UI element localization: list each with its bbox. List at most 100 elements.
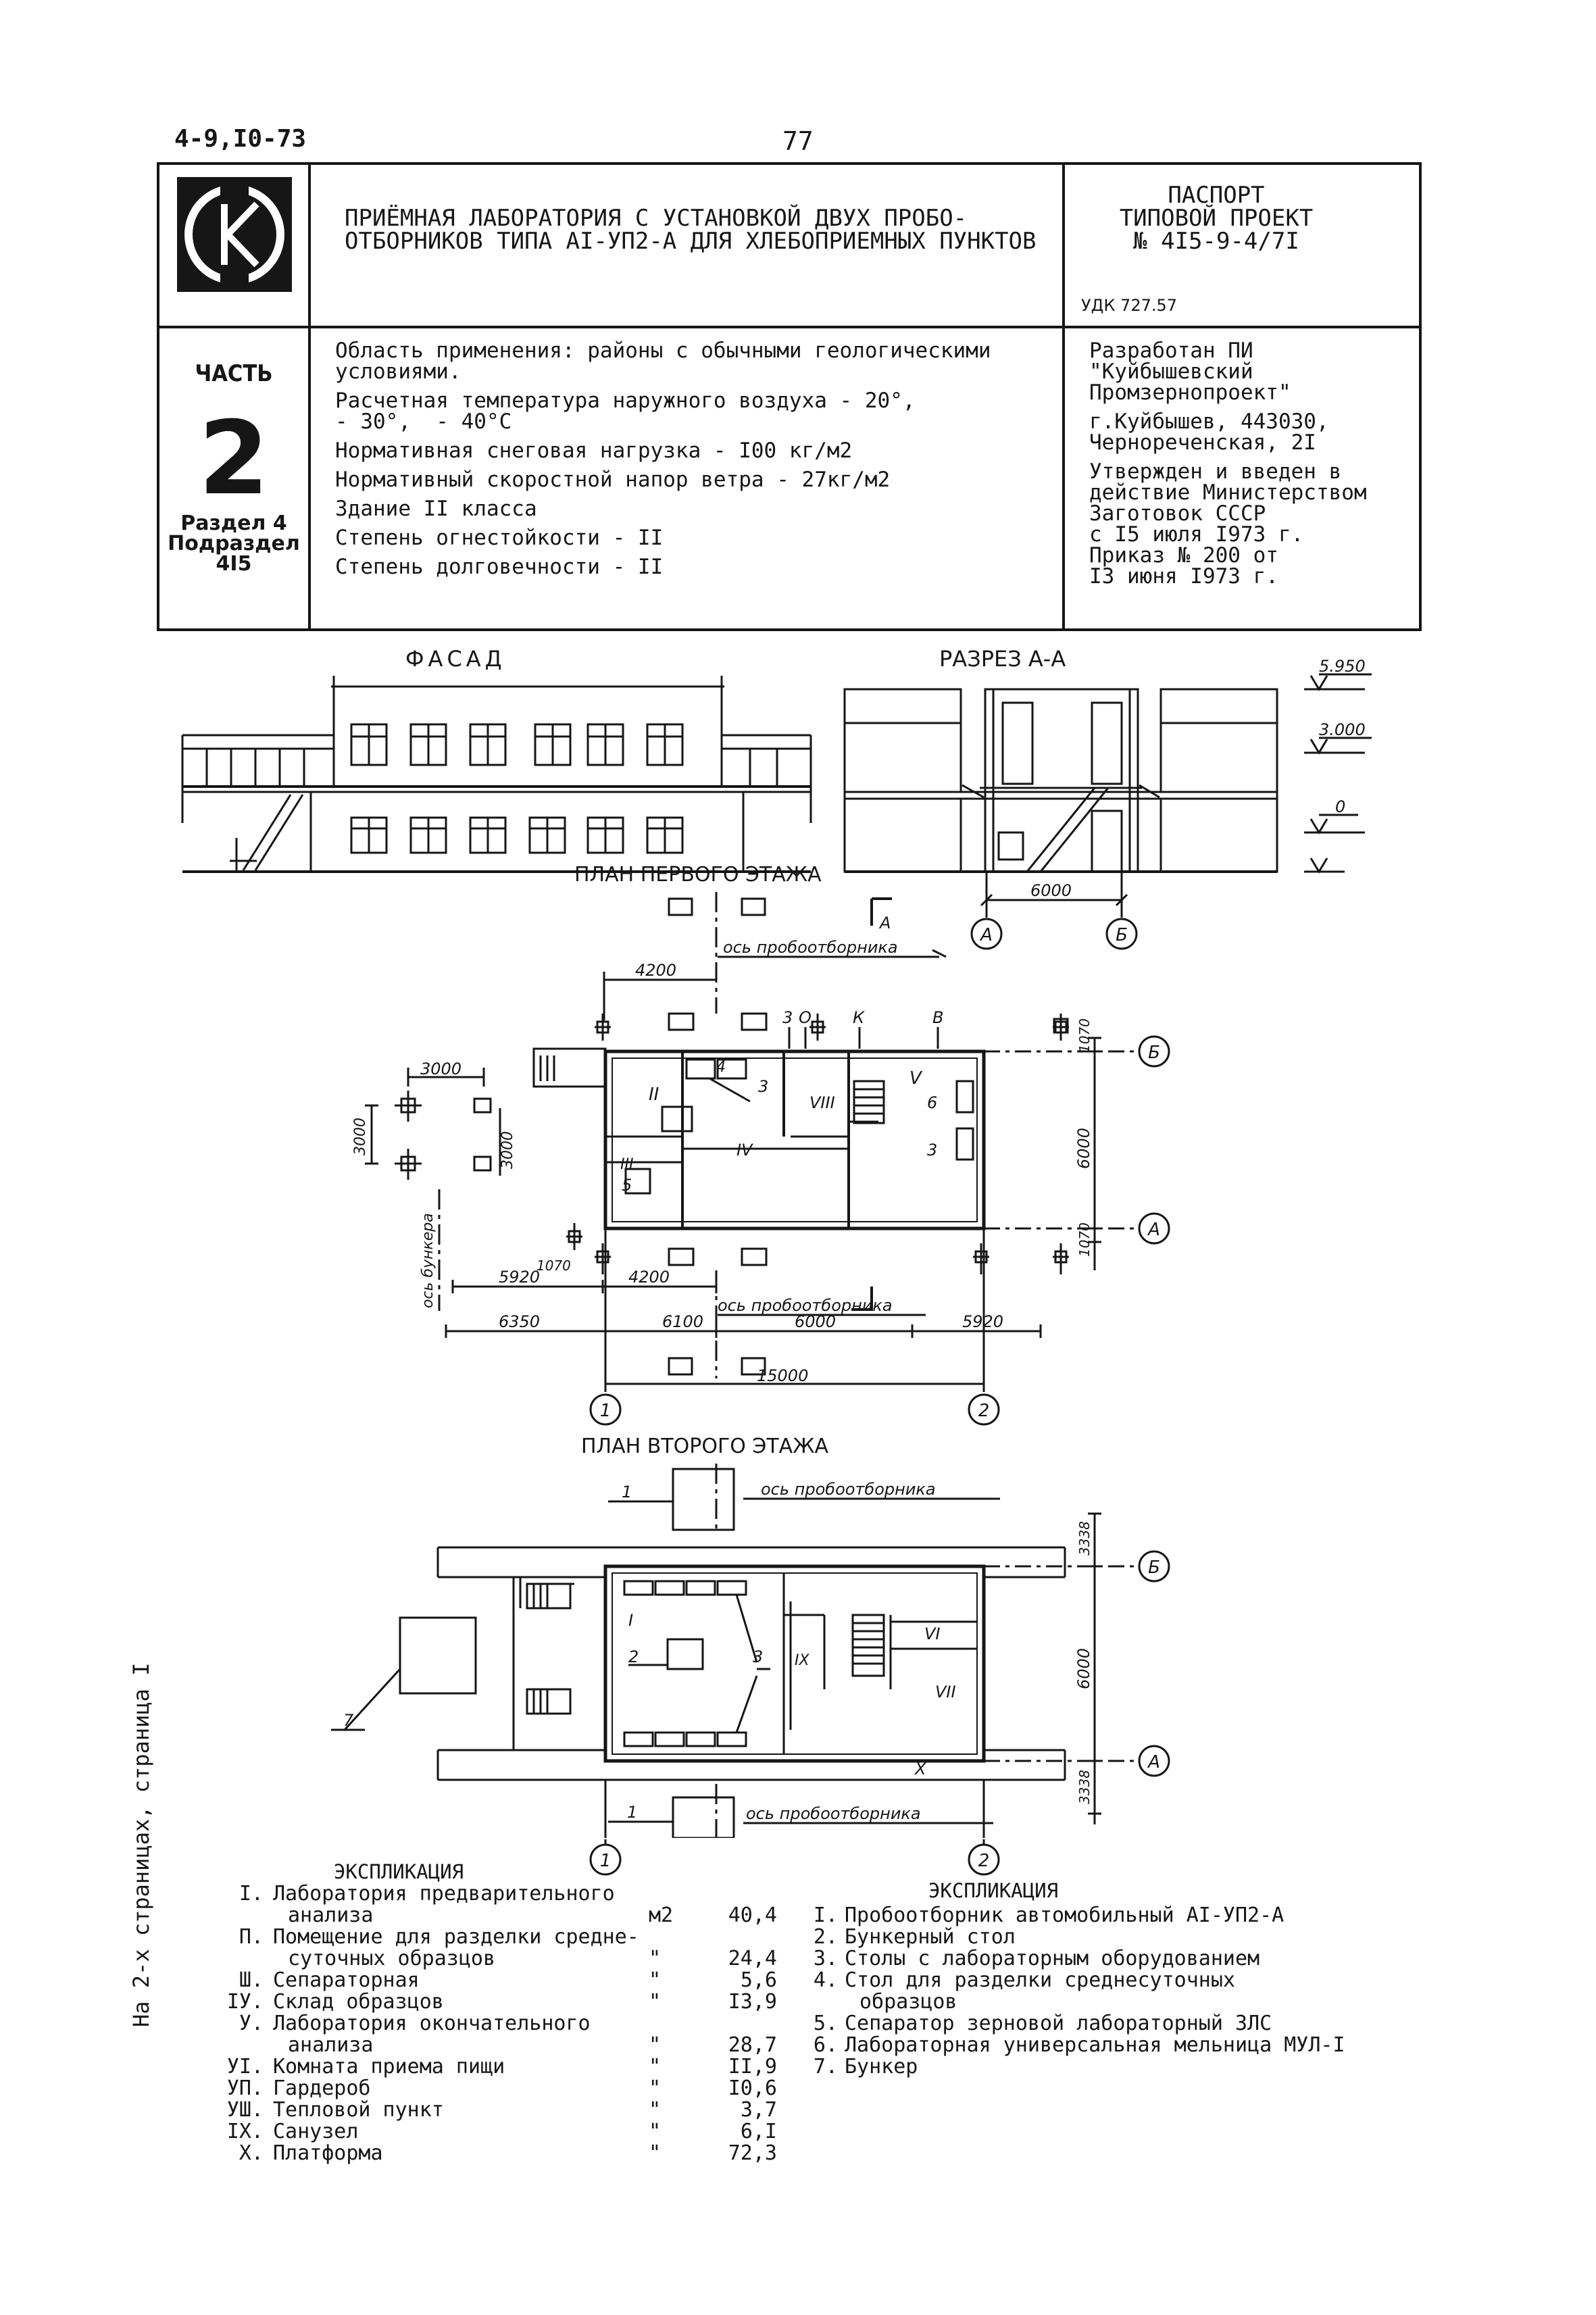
side-note: На 2-х страницах, страница I — [128, 1662, 154, 2027]
expl-right-name: Стол для разделки среднесуточных — [845, 1968, 1235, 1992]
expl-left-area: 72,3 — [728, 2141, 777, 2165]
level-marks: 5.950 3.000 0 — [1304, 657, 1372, 874]
frame-divider-right — [1062, 162, 1065, 631]
project-title-line1: ПРИЁМНАЯ ЛАБОРАТОРИЯ С УСТАНОВКОЙ ДВУХ П… — [345, 205, 968, 232]
expl-right-row: 7.Бункер — [797, 2057, 1473, 2078]
expl-right-title: ЭКСПЛИКАЦИЯ — [928, 1879, 1059, 1902]
passport-number: № 4I5-9-4/7I — [1133, 228, 1299, 255]
expl-left-num: УI. — [226, 2055, 264, 2078]
expl-left-area: 24,4 — [728, 1947, 777, 1970]
level-top: 5.950 — [1319, 657, 1366, 676]
expl-right-num: 7. — [813, 2055, 838, 2078]
approval-line: действие Министерством — [1089, 480, 1367, 505]
expl-right-row: 3. Столы с лабораторным оборудованием — [797, 1949, 1473, 1970]
developer-line: Промзернопроект" — [1089, 380, 1291, 405]
axis-a-plan2: А — [1147, 1752, 1160, 1772]
expl-right-table: I. Пробоотборник автомобильный AI-УП2-А 2.… — [797, 1906, 1473, 2081]
dim-6000-p2: 6000 — [1074, 1648, 1093, 1689]
dim-15000: 15000 — [757, 1366, 808, 1385]
plan2-title: ПЛАН ВТОРОГО ЭТАЖА — [581, 1435, 829, 1458]
expl-right-name: Пробоотборник автомобильный AI-УП2-А — [845, 1903, 1285, 1927]
axis-b-plan2: Б — [1148, 1558, 1160, 1578]
level-zero: 0 — [1335, 797, 1345, 816]
expl-left-unit: " — [649, 2076, 662, 2100]
expl-right-name: образцов — [859, 1990, 957, 2014]
expl-left-unit: " — [649, 2055, 662, 2078]
developer-info: Разработан ПИ "Куйбышевский Промзернопро… — [1089, 341, 1367, 587]
dim-5920-left: 5920 — [499, 1268, 540, 1287]
part-number: 2 — [198, 400, 270, 518]
expl-left-name: Гардероб — [273, 2076, 371, 2100]
param-fire-resistance: Степень огнестойкости - II — [335, 526, 664, 550]
expl-left-num: Ш. — [239, 1968, 264, 1992]
axis-2-plan2: 2 — [978, 1851, 990, 1871]
expl-left-num: I. — [239, 1882, 264, 1906]
expl-left-name: суточных образцов — [288, 1947, 496, 1970]
dim-1070-low: 1070 — [537, 1258, 571, 1274]
equipment-3a-label: 3 — [758, 1077, 768, 1096]
subsection-label: Подраздел — [168, 532, 300, 555]
equipment-7-label: 7 — [343, 1711, 354, 1730]
expl-left-row: I.Лаборатория предварительного — [203, 1884, 811, 1906]
expl-right-name: Столы с лабораторным оборудованием — [845, 1947, 1260, 1970]
developer-address: г.Куйбышев, 443030, — [1089, 409, 1329, 434]
equipment-6-label: 6 — [927, 1093, 937, 1112]
axis-b-plan1: Б — [1148, 1043, 1160, 1063]
expl-right-num: 5. — [813, 2012, 838, 2035]
expl-left-title: ЭКСПЛИКАЦИЯ — [333, 1860, 464, 1883]
project-title: ПРИЁМНАЯ ЛАБОРАТОРИЯ С УСТАНОВКОЙ ДВУХ П… — [345, 207, 1037, 253]
expl-left-unit: " — [649, 2033, 662, 2057]
equipment-2-label: 2 — [628, 1647, 639, 1666]
expl-right-num: I. — [813, 1903, 838, 1927]
dim-6350: 6350 — [499, 1312, 540, 1331]
facade-title: ФАСАД — [405, 646, 506, 672]
expl-left-row: УI.Комната приема пищи"II,9 — [203, 2057, 811, 2078]
expl-right-name: Сепаратор зерновой лабораторный ЗЛС — [845, 2012, 1272, 2035]
expl-left-name: Склад образцов — [273, 1990, 444, 2014]
sampler-axis-label-p2-top: ось пробоотборника — [761, 1480, 936, 1499]
expl-right-row: 6.Лабораторная универсальная мельница МУ… — [797, 2035, 1473, 2057]
dim-3000-h: 3000 — [420, 1060, 462, 1078]
expl-left-name: Тепловой пункт — [273, 2098, 444, 2122]
equipment-1b-label: 1 — [627, 1803, 637, 1822]
equipment-4-label: 4 — [716, 1059, 726, 1076]
expl-left-num: УП. — [226, 2076, 264, 2100]
section-label: Раздел 4 — [180, 512, 287, 535]
expl-right-row: образцов — [797, 1992, 1473, 2014]
expl-right-num: 3. — [813, 1947, 838, 1970]
plan2-axis-markers: 1 2 — [589, 1839, 1000, 1876]
expl-right-num: 2. — [813, 1925, 838, 1949]
room-vi-label: VI — [924, 1624, 941, 1643]
expl-left-name: Платформа — [273, 2141, 383, 2165]
first-floor-plan: ПЛАН ПЕРВОГО ЭТАЖА А ось пробоотборника … — [352, 863, 1170, 1426]
expl-right-row: I. Пробоотборник автомобильный AI-УП2-А — [797, 1906, 1473, 1927]
order-date: I3 июня I973 г. — [1089, 564, 1278, 589]
section-title: РАЗРЕЗ А-А — [939, 646, 1066, 672]
expl-left-name: Санузел — [273, 2120, 359, 2143]
developer-line: "Куйбышевский — [1089, 359, 1253, 384]
equipment-5-label: 5 — [622, 1176, 632, 1195]
dim-6000-v: 6000 — [1074, 1128, 1093, 1169]
expl-left-area: I0,6 — [728, 2076, 777, 2100]
axis-1-plan1: 1 — [600, 1401, 612, 1421]
expl-left-unit: " — [649, 1968, 662, 1992]
plan1-title: ПЛАН ПЕРВОГО ЭТАЖА — [574, 863, 822, 887]
room-ii-label: II — [649, 1085, 659, 1105]
expl-right-num: 6. — [813, 2033, 838, 2057]
approval-date: с I5 июля I973 г. — [1089, 522, 1304, 547]
expl-left-row: УШ.Тепловой пункт"3,7 — [203, 2100, 811, 2122]
axis-1-plan2: 1 — [600, 1851, 612, 1871]
room-viii-label: VIII — [809, 1093, 835, 1112]
expl-right-num: 4. — [813, 1968, 838, 1992]
param-application-cont: условиями. — [335, 359, 462, 384]
equipment-3-label-p2: 3 — [753, 1647, 763, 1666]
approval-line: Утвержден и введен в — [1089, 459, 1342, 484]
passport-type: ТИПОВОЙ ПРОЕКТ — [1119, 205, 1314, 232]
cut-mark-top: А — [878, 914, 891, 932]
expl-left-row: анализа"28,7 — [203, 2035, 811, 2057]
section-block: Раздел 4 Подраздел 4I5 — [159, 514, 308, 574]
mark-v: В — [932, 1008, 943, 1027]
expl-left-name: анализа — [288, 1903, 374, 1927]
room-x-label: X — [914, 1760, 926, 1778]
